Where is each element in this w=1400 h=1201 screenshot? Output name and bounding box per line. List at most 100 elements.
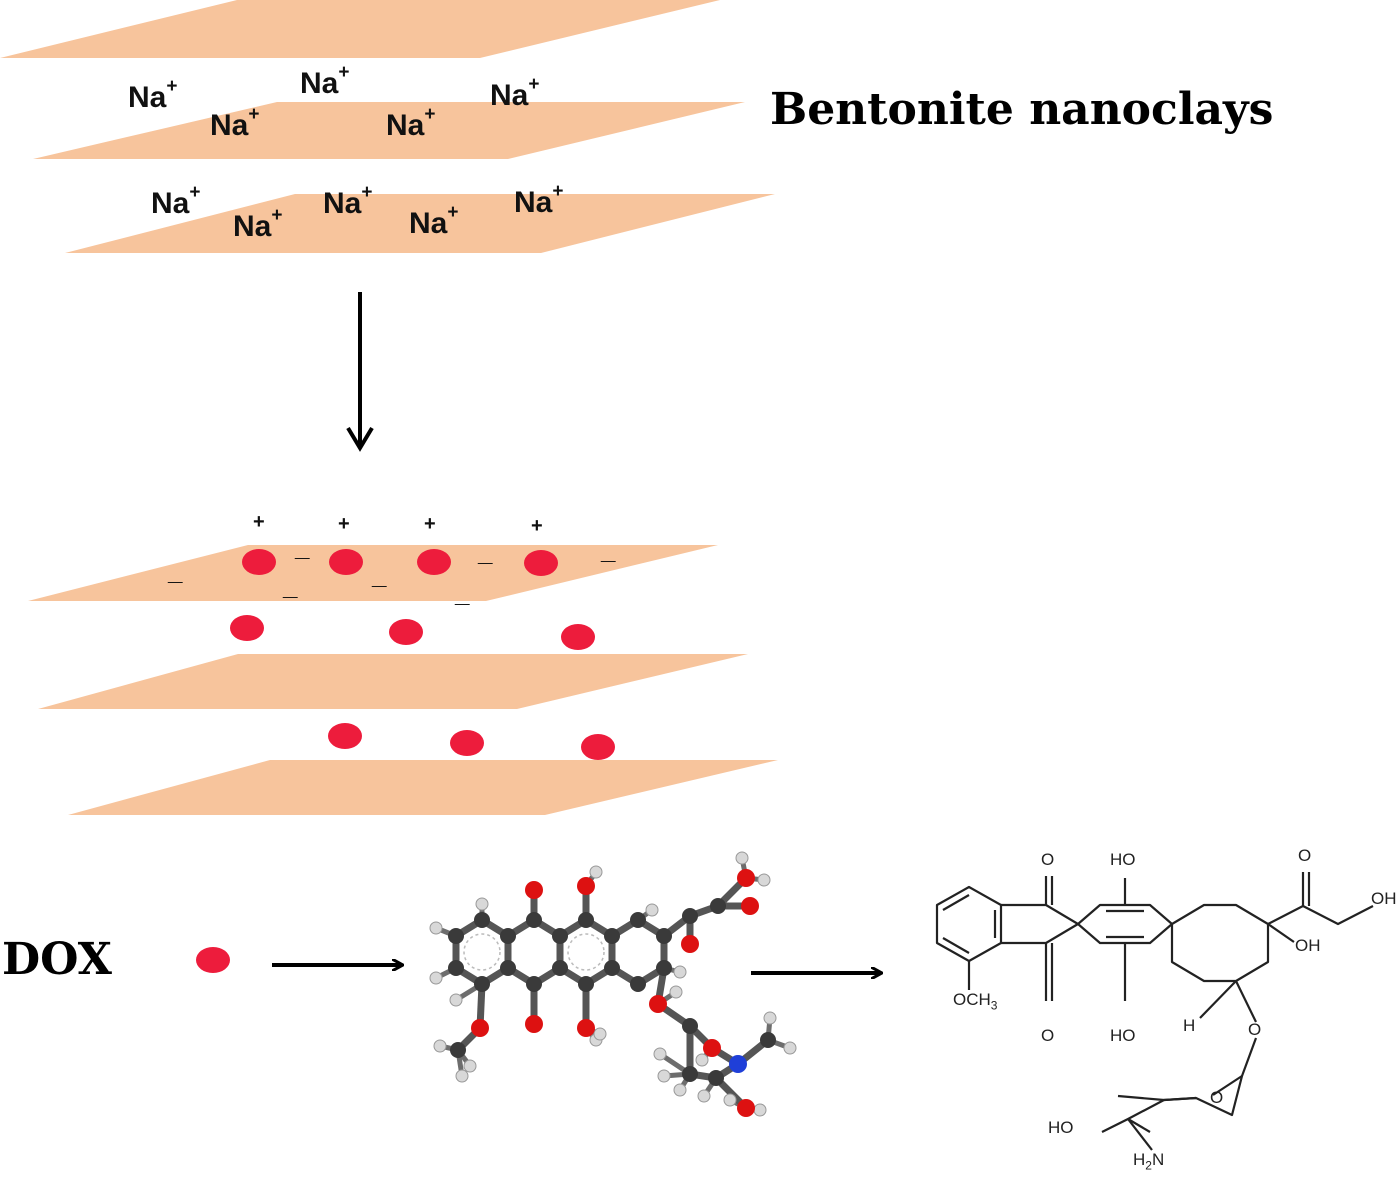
dox-dot	[389, 619, 423, 645]
dox-dot	[417, 549, 451, 575]
na-ion: Na+	[210, 104, 260, 142]
carbon-atom	[552, 928, 568, 944]
clay-sheet-top-1	[0, 0, 720, 58]
hydrogen-atom	[723, 1093, 737, 1107]
plus-charge: +	[531, 515, 543, 537]
hydrogen-atom	[463, 1059, 477, 1073]
oxygen-atom	[577, 877, 595, 895]
oxo-side-label: O	[1298, 846, 1312, 865]
carbon-atom	[450, 1042, 466, 1058]
plus-charge: +	[253, 511, 265, 533]
oxygen-atom	[681, 935, 699, 953]
oxygen-atom	[737, 869, 755, 887]
aromatic-ring	[463, 933, 501, 971]
minus-charge: _	[372, 560, 387, 590]
na-ion: Na+	[409, 202, 459, 240]
carbon-atom	[708, 1070, 724, 1086]
dox-legend-dot	[196, 947, 230, 973]
dox-dot	[524, 550, 558, 576]
oxygen-atom	[741, 897, 759, 915]
carbon-atom	[682, 1066, 698, 1082]
carbon-atom	[474, 976, 490, 992]
dox-dot	[561, 624, 595, 650]
plus-charge: +	[338, 513, 350, 535]
minus-charge: _	[455, 578, 470, 608]
na-ion: Na+	[514, 181, 564, 219]
ho-bottom-label: HO	[1110, 1026, 1136, 1045]
oxygen-atom	[471, 1019, 489, 1037]
na-ion: Na+	[233, 205, 283, 243]
ho-sugar-label: HO	[1048, 1118, 1074, 1137]
hydrogen-atom	[695, 1053, 709, 1067]
clay-sheet-bottom-3	[68, 760, 778, 815]
h-label: H	[1183, 1016, 1196, 1035]
carbon-atom	[578, 976, 594, 992]
carbon-atom	[630, 976, 646, 992]
down-arrow-head	[346, 426, 374, 452]
carbon-atom	[710, 898, 726, 914]
carbon-atom	[630, 912, 646, 928]
oxo-bottom-label: O	[1041, 1026, 1055, 1045]
carbon-atom	[474, 912, 490, 928]
clay-sheet-top-3	[65, 194, 775, 253]
dox-dot	[581, 734, 615, 760]
dox-dot	[230, 615, 264, 641]
minus-charge: _	[295, 532, 310, 562]
carbon-atom	[682, 1018, 698, 1034]
carbon-atom	[604, 928, 620, 944]
minus-charge: _	[168, 556, 183, 586]
carbon-atom	[604, 960, 620, 976]
dox-dot	[328, 723, 362, 749]
carbon-atom	[578, 912, 594, 928]
plus-charge: +	[424, 513, 436, 535]
hydrogen-atom	[753, 1103, 767, 1117]
hydrogen-atom	[429, 921, 443, 935]
hydrogen-atom	[449, 993, 463, 1007]
hydrogen-atom	[455, 1069, 469, 1083]
o-glycosidic-label: O	[1248, 1020, 1262, 1039]
carbon-atom	[448, 928, 464, 944]
oxygen-atom	[703, 1039, 721, 1057]
oxygen-atom	[525, 881, 543, 899]
clay-sheet-bottom-2	[38, 654, 748, 709]
aromatic-ring	[567, 933, 605, 971]
na-ion: Na+	[490, 74, 540, 112]
hydrogen-atom	[429, 971, 443, 985]
och3-label: OCH3	[953, 990, 998, 1013]
carbon-atom	[448, 960, 464, 976]
hydrogen-atom	[673, 1083, 687, 1097]
dox-skeletal-structure	[935, 872, 1374, 1151]
na-ion: Na+	[323, 182, 373, 220]
hydrogen-atom	[757, 873, 771, 887]
oh-ring-label: OH	[1295, 936, 1321, 955]
minus-charge: _	[601, 535, 616, 565]
hydrogen-atom	[589, 865, 603, 879]
na-ion: Na+	[151, 182, 201, 220]
hydrogen-atom	[763, 1011, 777, 1025]
na-ion: Na+	[386, 104, 436, 142]
hydrogen-atom	[669, 985, 683, 999]
hydrogen-atom	[673, 965, 687, 979]
dox-dots	[196, 549, 615, 973]
oxygen-atom	[577, 1019, 595, 1037]
h2n-label: H2N	[1133, 1150, 1165, 1173]
carbon-atom	[682, 908, 698, 924]
carbon-atom	[526, 912, 542, 928]
oxygen-atom	[649, 995, 667, 1013]
carbon-atom	[552, 960, 568, 976]
oh-end-label: OH	[1371, 889, 1397, 908]
o-sugar-label: O	[1210, 1088, 1224, 1107]
dox-dot	[242, 549, 276, 575]
nitrogen-atom	[729, 1055, 747, 1073]
hydrogen-atom	[783, 1041, 797, 1055]
hydrogen-atom	[653, 1047, 667, 1061]
hydrogen-atom	[735, 851, 749, 865]
minus-charge: _	[283, 571, 298, 601]
carbon-atom	[656, 928, 672, 944]
dox-ball-and-stick-model	[429, 851, 797, 1117]
na-ion: Na+	[300, 62, 350, 100]
carbon-atom	[656, 960, 672, 976]
hydrogen-atom	[697, 1089, 711, 1103]
dox-dot	[329, 549, 363, 575]
